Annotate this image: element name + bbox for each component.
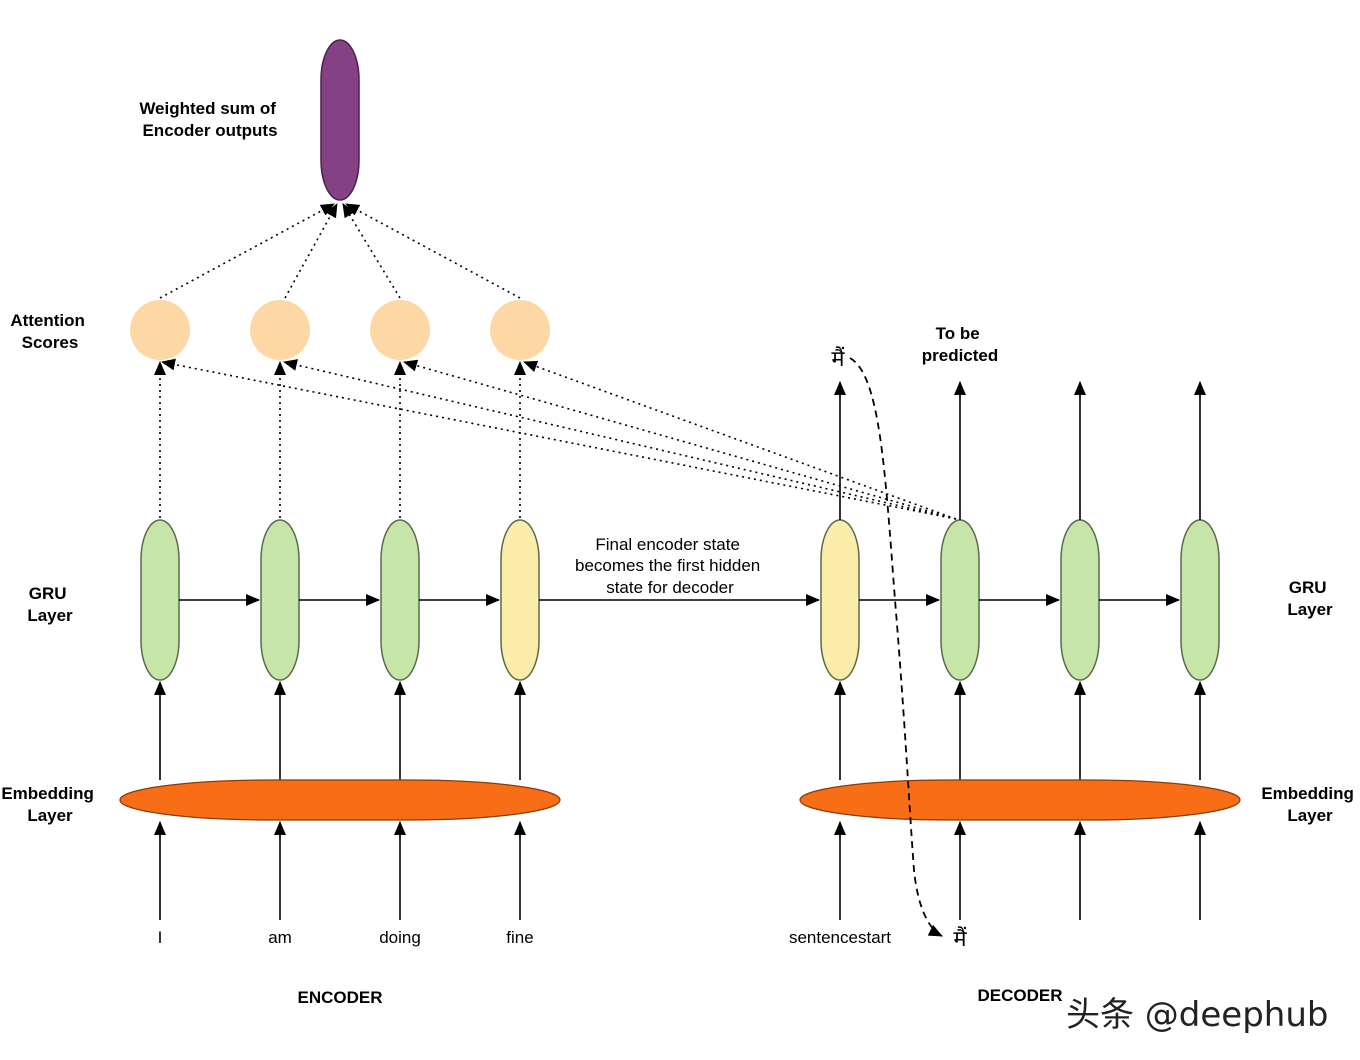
teacher-forcing-feedback-curve <box>849 357 943 937</box>
weighted-sum-label: Weighted sum of Encoder outputs <box>139 99 280 140</box>
encoder-to-attention-lines <box>154 361 526 518</box>
encoder-input-word: doing <box>379 928 421 947</box>
decoder-gru-layer <box>820 519 1220 681</box>
decoder-input-word-fed-back: मैं <box>953 926 967 952</box>
decoder-embedding-layer <box>799 779 1241 821</box>
gru-layer-label-right: GRU Layer <box>1287 578 1333 619</box>
encoder-gru-layer <box>140 519 540 681</box>
attention-score-circle <box>490 300 550 360</box>
input-to-embedding-arrows <box>154 821 1206 920</box>
predicted-word-top: मैं <box>831 346 845 372</box>
decoder-section-label: DECODER <box>977 986 1062 1005</box>
encoder-gru-cell <box>380 519 420 681</box>
encoder-gru-cell <box>140 519 180 681</box>
attention-scores-label: Attention Scores <box>10 311 89 352</box>
embedding-to-gru-arrows <box>154 681 1206 780</box>
encoder-final-gru-cell <box>500 519 540 681</box>
to-be-predicted-label: To be predicted <box>922 324 999 365</box>
encoder-gru-cell <box>260 519 300 681</box>
encoder-input-word: fine <box>506 928 533 947</box>
attention-to-sum-lines <box>159 203 521 299</box>
final-state-label: Final encoder state becomes the first hi… <box>575 535 765 597</box>
encoder-input-word: I <box>158 928 163 947</box>
embedding-layer-label-left: Embedding Layer <box>1 784 98 825</box>
decoder-initial-gru-cell <box>820 519 860 681</box>
attention-score-circle <box>130 300 190 360</box>
attention-score-circle <box>370 300 430 360</box>
encoder-input-word: am <box>268 928 292 947</box>
embedding-layer-label-right: Embedding Layer <box>1261 784 1358 825</box>
decoder-input-word: sentencestart <box>789 928 891 947</box>
decoder-gru-cell <box>1060 519 1100 681</box>
encoder-section-label: ENCODER <box>297 988 382 1007</box>
decoder-gru-cell <box>1180 519 1220 681</box>
encoder-embedding-layer <box>119 779 561 821</box>
decoder-to-attention-lines <box>161 358 957 520</box>
attention-score-circle <box>250 300 310 360</box>
decoder-output-arrows <box>834 381 1206 520</box>
weighted-sum-node <box>320 39 360 201</box>
watermark-text: 头条 @deephub <box>1066 995 1329 1035</box>
attention-scores <box>130 300 550 360</box>
decoder-gru-cell <box>940 519 980 681</box>
gru-layer-label-left: GRU Layer <box>27 584 73 625</box>
